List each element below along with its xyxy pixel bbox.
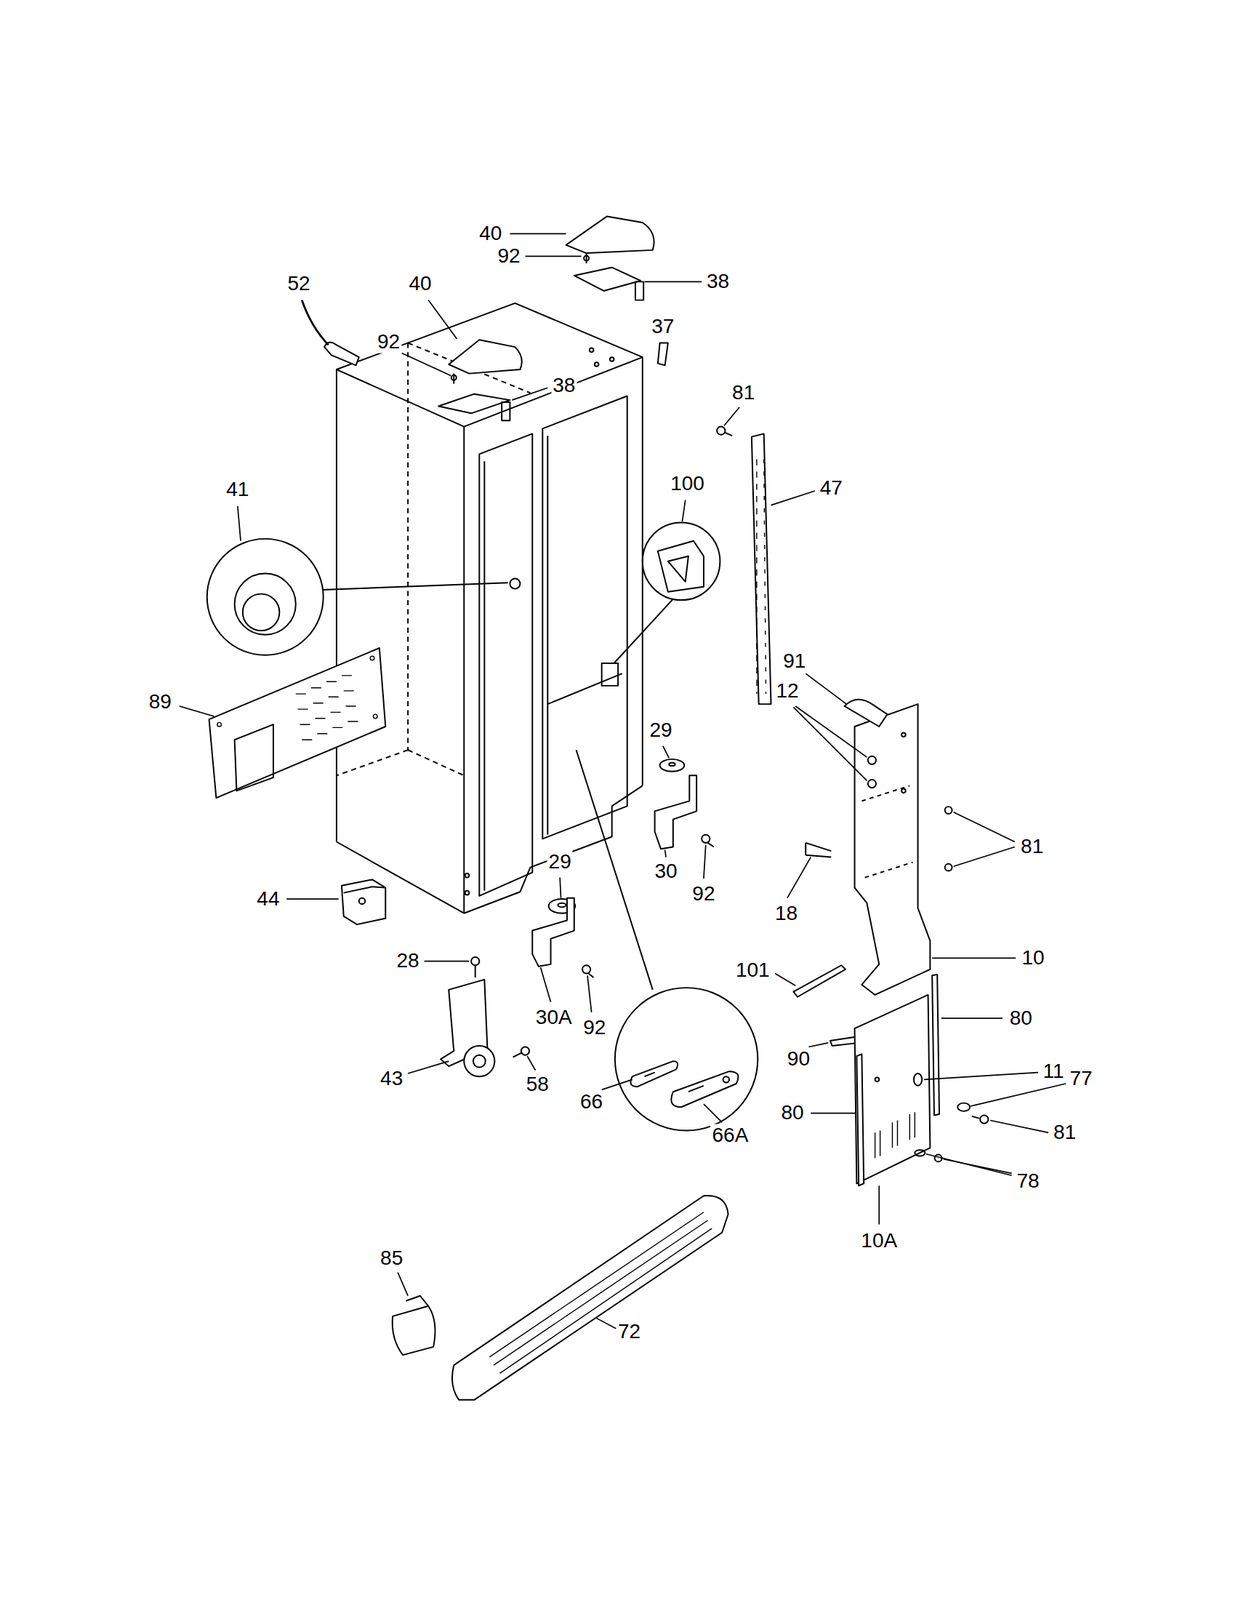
callout-number: 28 — [395, 949, 421, 973]
callout-number: 92 — [375, 330, 402, 354]
callout-number: 92 — [581, 1015, 608, 1039]
callout-number: 29 — [547, 850, 573, 874]
callout-number: 91 — [781, 649, 807, 673]
callout-number: 10 — [1019, 946, 1046, 970]
callout-number: 18 — [773, 901, 799, 925]
callout-number: 30 — [652, 860, 679, 883]
callout-number: 38 — [705, 270, 731, 293]
callout-number: 30A — [534, 1005, 574, 1028]
callout-number: 90 — [785, 1047, 812, 1071]
callout-number: 92 — [495, 245, 522, 268]
callout-number: 41 — [224, 478, 251, 501]
callout-number: 11 — [1041, 1059, 1066, 1083]
callout-number: 37 — [649, 314, 676, 338]
callout-number: 92 — [690, 881, 717, 905]
callout-number: 85 — [378, 1246, 405, 1269]
callout-number: 44 — [255, 886, 281, 910]
callout-number: 80 — [1008, 1006, 1034, 1030]
cabinet — [336, 303, 643, 914]
callout-number: 38 — [551, 374, 577, 397]
callout-number: 29 — [647, 719, 674, 742]
callout-number: 10A — [859, 1228, 899, 1252]
callout-number: 12 — [774, 679, 800, 702]
callout-number: 40 — [407, 272, 433, 296]
callout-number: 66A — [710, 1123, 750, 1147]
callout-number: 81 — [1051, 1121, 1078, 1144]
callout-number: 40 — [477, 222, 504, 246]
callout-number: 72 — [616, 1319, 642, 1343]
leader-lines — [179, 233, 1066, 1328]
callout-number: 78 — [1014, 1169, 1041, 1193]
callout-number: 66 — [578, 1090, 605, 1114]
callout-number: 47 — [818, 476, 845, 499]
callout-number: 81 — [730, 381, 757, 405]
callout-number: 58 — [524, 1073, 551, 1096]
callout-number: 80 — [779, 1101, 805, 1124]
callout-number: 101 — [734, 958, 772, 982]
callout-number: 100 — [668, 472, 706, 496]
callout-number: 81 — [1019, 835, 1045, 858]
callout-number: 89 — [147, 690, 174, 714]
callout-number: 43 — [378, 1066, 405, 1090]
callout-number: 52 — [285, 272, 312, 296]
callout-number: 77 — [1067, 1066, 1094, 1090]
